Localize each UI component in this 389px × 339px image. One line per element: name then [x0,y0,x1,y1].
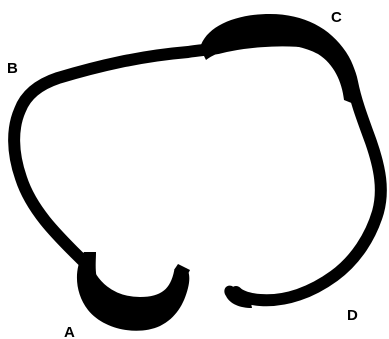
label-a: A [64,324,75,339]
label-d: D [347,307,358,324]
label-b: B [7,60,18,77]
outline-band [14,40,381,303]
label-c: C [331,9,342,26]
thick-segment-c [200,14,357,104]
thick-segment-a [77,252,189,331]
